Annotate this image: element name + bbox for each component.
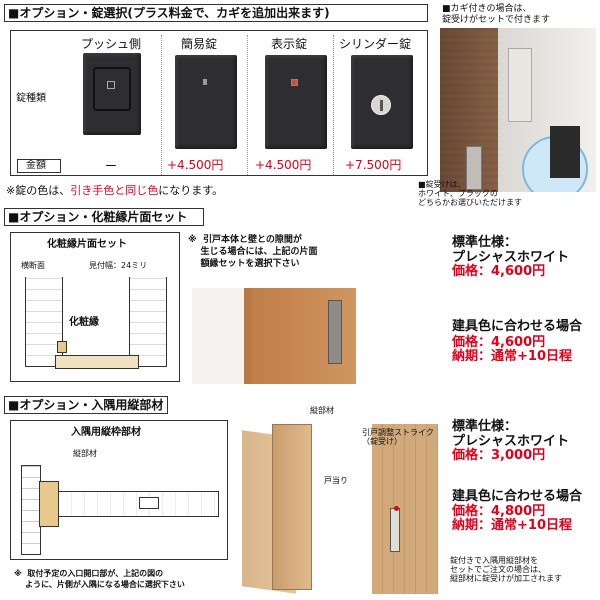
section-title-lock: ■オプション・錠選択(プラス料金で、カギを追加出来ます) (4, 4, 428, 22)
corner-standard-name: プレシャスホワイト (452, 434, 570, 449)
price-label-box: 金額 (17, 159, 61, 173)
frame-standard-head: 標準仕様： (452, 235, 518, 250)
frame-match-head: 建具色に合わせる場合 (452, 319, 583, 334)
col-indicator-lock: 表示錠 (271, 37, 308, 51)
corner-panel-title: 入隅用縦枠部材 (71, 427, 141, 438)
door-pull (328, 300, 342, 364)
col-push-side: プッシュ側 (81, 37, 142, 51)
frame-left-wall (25, 277, 63, 367)
door-handle (466, 146, 482, 190)
col-indicator-price: +4.500円 (255, 158, 312, 172)
push-knob-icon (107, 81, 115, 89)
note-pre: ※錠の色は、 (6, 184, 71, 197)
corner-3d-diagram: 縦部材 戸当り 引戸調整ストライク （錠受け） (232, 404, 440, 596)
divider (247, 35, 248, 175)
frame-match-delivery: 納期：通常+10日程 (452, 349, 572, 364)
note-red: 引き手色と同じ色 (70, 184, 159, 197)
divider (333, 35, 334, 175)
corner-panel: 入隅用縦枠部材 縦部材 (10, 420, 228, 560)
diagram-wall-right (372, 424, 438, 594)
diagram-stop-label: 戸当り (324, 476, 348, 485)
diagram-strike-marker-icon (394, 506, 399, 511)
lock-table: 錠種類 金額 プッシュ側 ー 簡易錠 +4.500円 表示錠 +4.500円 シ… (10, 30, 428, 176)
corner-standard-head: 標準仕様： (452, 419, 518, 434)
black-receiver (550, 126, 580, 178)
price-label: 金額 (26, 160, 46, 171)
receiver-color-note: ■錠受けは、 ホワイト、ブラックの どちらかお選びいただけます (418, 180, 522, 207)
col-push-price: ー (105, 159, 118, 173)
indicator-lock-plate (265, 55, 327, 149)
diagram-strike-label: 引戸調整ストライク （錠受け） (362, 428, 434, 446)
corner-standard-price: 価格：3,000円 (452, 448, 546, 463)
corner-wall (21, 465, 41, 555)
col-simple-price: +4.500円 (167, 158, 224, 172)
col-cylinder-lock: シリンダー錠 (339, 37, 412, 51)
simple-lock-slot-icon (203, 79, 207, 85)
frame-panel-title: 化粧縁片面セット (47, 239, 127, 250)
corner-bottom-note: 錠付きで入隅用縦部材を セットでご注文の場合は、 縦部材に錠受けが加工されます (450, 556, 562, 583)
push-recess (93, 67, 131, 111)
frame-right-wall (129, 277, 167, 367)
visible-width-label: 見付幅：24ミリ (89, 261, 148, 270)
frame-sill (55, 355, 139, 369)
frame-trim-label: 化粧縁 (69, 317, 99, 328)
col-cylinder-price: +7.500円 (345, 158, 402, 172)
frame-note: ※ 引戸本体と壁との隙間が 生じる場合には、上記の片面 額縁セットを選択下さい (188, 235, 318, 269)
key-receiver-note: ■カギ付きの場合は、 錠受けがセットで付きます (442, 4, 551, 25)
col-simple-lock: 簡易錠 (181, 37, 218, 51)
frame-panel: 化粧縁片面セット 横断面 見付幅：24ミリ 化粧縁 (10, 232, 180, 382)
row-label-lock-type: 錠種類 (16, 93, 46, 104)
strike-plate (508, 48, 532, 122)
diagram-vertical-member (272, 424, 312, 590)
indicator-icon (291, 79, 298, 86)
frame-standard-name: プレシャスホワイト (452, 250, 570, 265)
simple-lock-plate (175, 55, 237, 149)
key-cylinder-icon (371, 95, 391, 115)
cross-section-label: 横断面 (21, 261, 45, 270)
corner-match-head: 建具色に合わせる場合 (452, 489, 583, 504)
diagram-strike-plate (390, 508, 400, 552)
frame-match-price: 価格：4,600円 (452, 335, 546, 350)
divider (161, 35, 162, 175)
corner-note: ※ 取付予定の入口開口部が、上記の図の ように、片側が入隅になる場合に選択下さい (14, 569, 185, 589)
push-side-plate (83, 53, 141, 135)
frame-standard-price: 価格：4,600円 (452, 264, 546, 279)
corner-vertical-member (39, 481, 59, 527)
corner-match-price: 価格：4,800円 (452, 504, 546, 519)
frame-photo (192, 288, 356, 384)
cylinder-lock-plate (351, 55, 413, 149)
corner-match-delivery: 納期：通常+10日程 (452, 518, 572, 533)
frame-trim-marker (57, 341, 67, 353)
lock-color-note: ※錠の色は、引き手色と同じ色になります。 (6, 182, 223, 198)
door-photo (440, 28, 596, 192)
corner-vertical-label: 縦部材 (73, 449, 97, 458)
frame-trim-strip (244, 288, 252, 384)
section-title-corner: ■オプション・入隅用縦部材 (4, 396, 168, 414)
note-post: になります。 (158, 184, 224, 197)
section-title-frame: ■オプション・化粧縁片面セット (4, 208, 204, 226)
corner-strike-icon (139, 497, 159, 509)
diagram-vertical-label: 縦部材 (310, 406, 334, 415)
